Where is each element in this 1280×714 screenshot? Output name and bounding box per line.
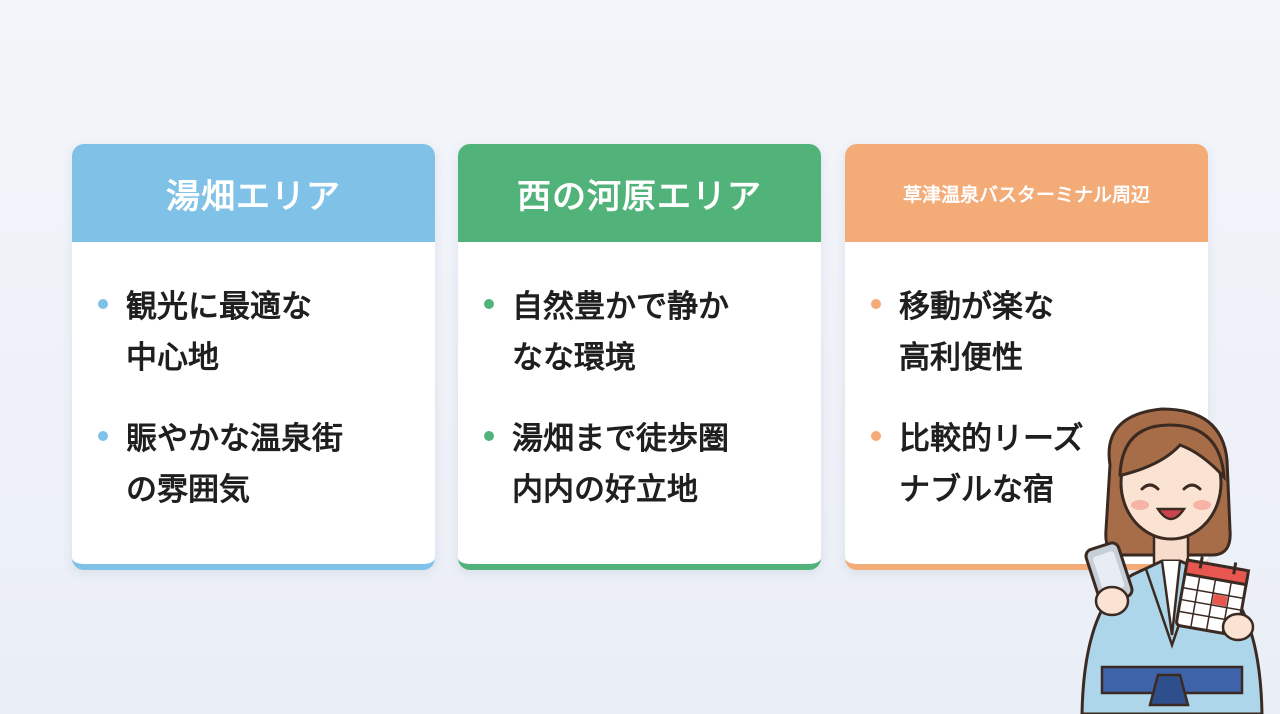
- list-item: 湯畑まで徒歩圏 内内の好立地: [484, 414, 821, 516]
- bullet-icon: [484, 431, 494, 441]
- hand-right: [1221, 612, 1255, 642]
- bullet-icon: [871, 299, 881, 309]
- card-title: 草津温泉バスターミナル周辺: [845, 144, 1208, 242]
- area-card-bus-terminal: 草津温泉バスターミナル周辺 移動が楽な 高利便性 比較的リーズ ナブルな宿: [845, 144, 1208, 570]
- eye-left: [1140, 483, 1160, 491]
- list-item-text: 移動が楽な 高利便性: [899, 289, 1054, 376]
- area-card-yubatake: 湯畑エリア 観光に最適な 中心地 賑やかな温泉街 の雰囲気: [72, 144, 435, 570]
- cheek-left: [1131, 500, 1149, 510]
- obi-knot: [1148, 673, 1190, 707]
- list-item: 観光に最適な 中心地: [98, 282, 435, 384]
- list-item-text: 比較的リーズ ナブルな宿: [899, 421, 1084, 508]
- cheek-right: [1193, 500, 1211, 510]
- mouth: [1155, 507, 1187, 521]
- yukata-collar: [1160, 560, 1182, 636]
- card-title: 湯畑エリア: [72, 144, 435, 242]
- mascot-illustration: [1080, 407, 1264, 714]
- list-item: 比較的リーズ ナブルな宿: [871, 414, 1208, 516]
- eye-right: [1182, 483, 1202, 491]
- bullet-icon: [484, 299, 494, 309]
- list-item-text: 賑やかな温泉街 の雰囲気: [126, 421, 343, 508]
- hair-bangs: [1118, 423, 1226, 482]
- bullet-icon: [98, 299, 108, 309]
- feature-list: 観光に最適な 中心地 賑やかな温泉街 の雰囲気: [72, 242, 435, 516]
- list-item: 移動が楽な 高利便性: [871, 282, 1208, 384]
- bullet-icon: [98, 431, 108, 441]
- list-item-text: 湯畑まで徒歩圏 内内の好立地: [512, 421, 729, 508]
- card-title: 西の河原エリア: [458, 144, 821, 242]
- list-item-text: 観光に最適な 中心地: [126, 289, 312, 376]
- feature-list: 移動が楽な 高利便性 比較的リーズ ナブルな宿: [845, 242, 1208, 516]
- list-item: 賑やかな温泉街 の雰囲気: [98, 414, 435, 516]
- list-item: 自然豊かで静か なな環境: [484, 282, 821, 384]
- area-card-sainokawara: 西の河原エリア 自然豊かで静か なな環境 湯畑まで徒歩圏 内内の好立地: [458, 144, 821, 570]
- bullet-icon: [871, 431, 881, 441]
- feature-list: 自然豊かで静か なな環境 湯畑まで徒歩圏 内内の好立地: [458, 242, 821, 516]
- list-item-text: 自然豊かで静か なな環境: [512, 289, 729, 376]
- hand-left: [1094, 585, 1130, 617]
